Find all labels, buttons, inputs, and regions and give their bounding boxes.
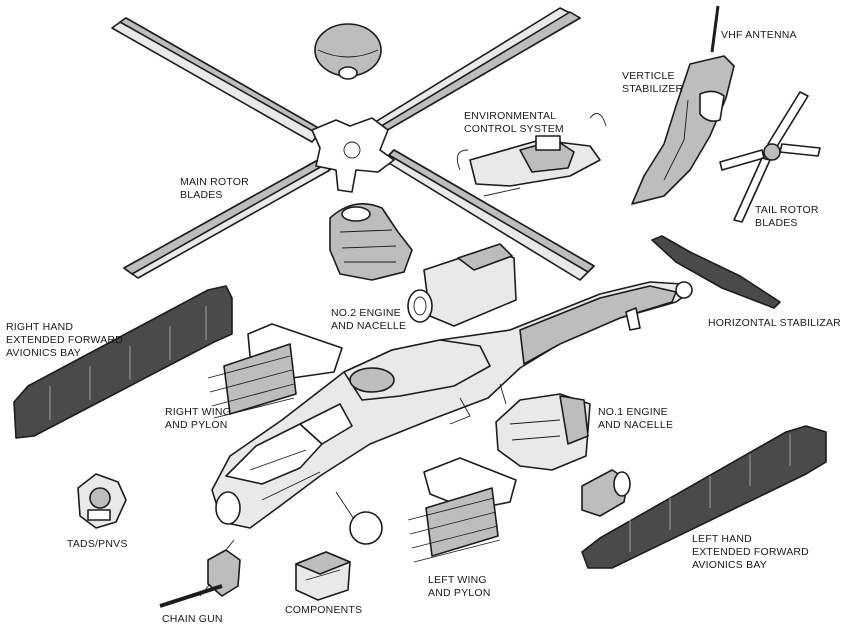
label-tads-pnvs: TADS/PNVS bbox=[67, 538, 128, 550]
no2-engine-nacelle-part bbox=[407, 243, 517, 327]
label-left-wing: LEFT WING AND PYLON bbox=[428, 574, 491, 599]
label-no1-engine: NO.1 ENGINE AND NACELLE bbox=[598, 406, 674, 431]
tads-pnvs-part bbox=[77, 473, 127, 529]
label-vhf-antenna: VHF ANTENNA bbox=[721, 29, 797, 41]
tail-rotor-blades-part bbox=[719, 91, 821, 223]
label-right-hand-avionics-bay: RIGHT HAND EXTENDED FORWARD AVIONICS BAY bbox=[6, 321, 123, 359]
left-wing-pylon-part bbox=[407, 457, 517, 563]
label-verticle-stabilizer: VERTICLE STABILIZER bbox=[622, 70, 684, 95]
label-left-hand-avionics-bay: LEFT HAND EXTENDED FORWARD AVIONICS BAY bbox=[692, 533, 809, 571]
rotor-dome-part bbox=[314, 23, 382, 80]
components-part bbox=[295, 551, 351, 601]
main-rotor-blades-part bbox=[111, 7, 595, 281]
right-wing-pylon-part bbox=[207, 323, 343, 419]
no1-engine-nacelle-part bbox=[495, 393, 631, 517]
verticle-stabilizer-part bbox=[631, 55, 735, 205]
label-components: COMPONENTS bbox=[285, 604, 363, 616]
environmental-control-system-part bbox=[456, 113, 607, 197]
fuselage-part bbox=[211, 281, 693, 545]
chain-gun-part bbox=[159, 539, 241, 608]
horizontal-stabilizar-part bbox=[651, 235, 781, 309]
transmission-part bbox=[329, 202, 413, 281]
label-no2-engine: NO.2 ENGINE AND NACELLE bbox=[331, 307, 407, 332]
label-main-rotor-blades: MAIN ROTOR BLADES bbox=[180, 176, 249, 201]
label-tail-rotor-blades: TAIL ROTOR BLADES bbox=[755, 204, 819, 229]
vhf-antenna-part bbox=[710, 5, 720, 53]
right-hand-avionics-bay-part bbox=[13, 285, 233, 439]
label-right-wing: RIGHT WING AND PYLON bbox=[165, 406, 231, 431]
label-horizontal-stabilizar: HORIZONTAL STABILIZAR bbox=[708, 317, 841, 329]
label-environmental-control-system: ENVIRONMENTAL CONTROL SYSTEM bbox=[464, 110, 564, 135]
left-hand-avionics-bay-part bbox=[581, 425, 827, 569]
label-chain-gun: CHAIN GUN bbox=[162, 613, 223, 625]
